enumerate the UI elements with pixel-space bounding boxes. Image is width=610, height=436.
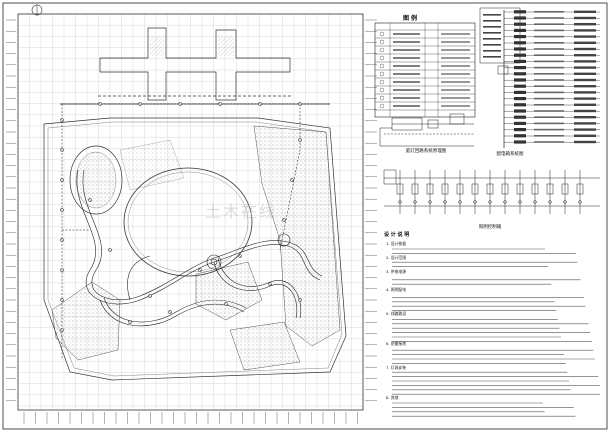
note-8: 8. 其他 [386,395,399,400]
lighting-system-title: 庭灯回路系统原理图 [406,147,447,154]
note-2: 2. 设计范围 [386,255,406,260]
lamp-symbols [60,102,302,332]
note-7: 7. 灯具安装 [386,365,406,370]
control-title: 照明控制箱 [479,223,502,230]
distribution-title: 配电箱系统图 [497,150,524,157]
legend-title: 图 例 [403,14,417,22]
plan-frame [17,13,364,411]
design-notes: 设 计 说 明 1. 设计依据 2. 设计范围 3. 供电电源 4. 照明配电 … [384,231,600,417]
watermark: 土木在线 [205,202,278,221]
axis-labels-bottom [23,412,358,424]
lighting-system-diagram: 庭灯回路系统原理图 [379,113,474,154]
central-lawn [123,167,253,277]
notes-title: 设 计 说 明 [384,231,409,238]
note-5: 5. 线路敷设 [386,311,406,316]
legend-table: 图 例 [374,14,476,118]
distribution-box-diagram: 配电箱系统图 [479,7,600,157]
planting-areas [51,125,341,371]
sheet-border [2,2,608,430]
circular-plaza [69,145,123,215]
note-6: 6. 防雷接地 [386,341,406,346]
axis-labels-left [6,19,16,402]
axis-labels-right [365,19,377,402]
control-box-diagram: 照明控制箱 [383,169,600,230]
note-1: 1. 设计依据 [386,241,406,246]
lighting-circuit-lines [61,103,330,360]
note-4: 4. 照明配电 [386,287,406,292]
site-plan [6,4,377,424]
note-3: 3. 供电电源 [386,269,406,274]
building-outline [60,27,330,105]
fountain-feature [206,233,291,270]
